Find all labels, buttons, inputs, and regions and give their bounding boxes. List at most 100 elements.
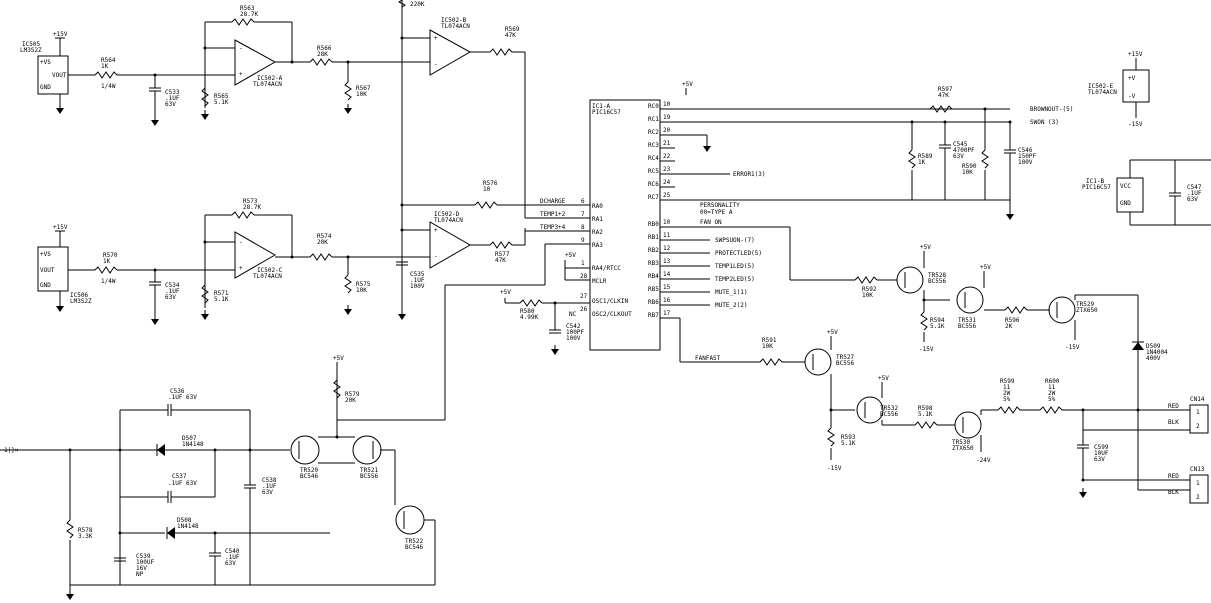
svg-text:-: - xyxy=(239,239,243,246)
svg-text:.1UF: .1UF xyxy=(1187,190,1202,197)
svg-text:NC: NC xyxy=(569,311,577,318)
svg-text:10K: 10K xyxy=(356,91,367,98)
svg-text:GND: GND xyxy=(40,282,51,289)
svg-text:-15V: -15V xyxy=(1065,344,1080,351)
svg-text:TL074ACN: TL074ACN xyxy=(253,81,282,88)
r597-network: R597 47K R590 10K R589 1K C545 4700PF 63… xyxy=(908,86,1036,221)
svg-text:1N4148: 1N4148 xyxy=(177,523,199,530)
svg-text:100V: 100V xyxy=(566,335,581,342)
svg-text:R580: R580 xyxy=(520,308,535,315)
svg-text:+5V: +5V xyxy=(980,264,991,271)
svg-text:1|}×: 1|}× xyxy=(4,447,19,454)
svg-text:IC502-A: IC502-A xyxy=(257,75,283,82)
svg-text:-: - xyxy=(434,61,438,68)
svg-text:-24V: -24V xyxy=(976,457,991,464)
svg-text:5.1K: 5.1K xyxy=(214,296,229,303)
svg-text:TEMP3+4: TEMP3+4 xyxy=(540,224,566,231)
svg-text:13: 13 xyxy=(663,258,671,265)
svg-text:ZTX650: ZTX650 xyxy=(1076,307,1098,314)
svg-text:RA1: RA1 xyxy=(592,216,603,223)
svg-text:20: 20 xyxy=(663,127,671,134)
svg-text:2W: 2W xyxy=(1003,390,1011,397)
svg-text:BC556: BC556 xyxy=(360,473,378,480)
svg-text:5.1K: 5.1K xyxy=(841,440,856,447)
svg-text:BC556: BC556 xyxy=(928,278,946,285)
svg-text:OSC1/CLKIN: OSC1/CLKIN xyxy=(592,298,629,305)
ic506-sensor: +VS GND VOUT IC506 LM3S2Z +15V xyxy=(37,224,92,313)
svg-text:BLK: BLK xyxy=(1168,489,1179,496)
svg-text:.1UF: .1UF xyxy=(165,288,180,295)
svg-text:R564: R564 xyxy=(101,57,116,64)
svg-text:R566: R566 xyxy=(317,45,332,52)
svg-text:28.7K: 28.7K xyxy=(240,11,258,18)
svg-text:RB5: RB5 xyxy=(648,286,659,293)
svg-text:CN14: CN14 xyxy=(1190,396,1205,403)
svg-text:25: 25 xyxy=(663,192,671,199)
svg-text:1: 1 xyxy=(1196,409,1200,416)
svg-text:63V: 63V xyxy=(225,560,236,567)
svg-text:R567: R567 xyxy=(356,85,371,92)
svg-text:220K: 220K xyxy=(410,1,425,8)
svg-text:PIC16C57: PIC16C57 xyxy=(1082,184,1111,191)
svg-text:.1UF 63V: .1UF 63V xyxy=(168,480,197,487)
svg-text:R563: R563 xyxy=(240,5,255,12)
svg-text:IC1-A: IC1-A xyxy=(592,103,610,110)
svg-text:RA2: RA2 xyxy=(592,229,603,236)
svg-text:SWPSUON-(7): SWPSUON-(7) xyxy=(715,237,755,244)
svg-text:24: 24 xyxy=(663,179,671,186)
svg-text:400V: 400V xyxy=(1146,355,1161,362)
r570: R570 1K 1/4W xyxy=(68,252,235,285)
svg-text:RC1: RC1 xyxy=(648,116,659,123)
svg-text:1/4W: 1/4W xyxy=(101,83,116,90)
svg-text:IC502-E: IC502-E xyxy=(1088,83,1114,90)
r564: R564 1K 1/4W xyxy=(68,57,155,90)
svg-text:1N4004: 1N4004 xyxy=(1146,349,1168,356)
svg-text:RA3: RA3 xyxy=(592,242,603,249)
svg-text:10K: 10K xyxy=(962,169,973,176)
svg-text:+: + xyxy=(434,35,438,42)
svg-text:28K: 28K xyxy=(317,51,328,58)
svg-text:16V: 16V xyxy=(136,565,147,572)
svg-text:10: 10 xyxy=(483,186,491,193)
svg-text:RC6: RC6 xyxy=(648,181,659,188)
svg-text:+V: +V xyxy=(1128,75,1136,82)
svg-text:+15V: +15V xyxy=(53,31,68,38)
opamp-c: - + IC502-C TL074ACN R573 28.7K R571 5.1… xyxy=(200,198,293,321)
svg-text:RA4/RTCC: RA4/RTCC xyxy=(592,265,621,272)
r566-r567: R566 28K R567 10K xyxy=(275,45,430,115)
svg-text:ERROR1(3): ERROR1(3) xyxy=(733,171,766,178)
svg-text:TR532: TR532 xyxy=(880,405,898,412)
svg-text:5.1K: 5.1K xyxy=(930,323,945,330)
svg-text:.1UF 63V: .1UF 63V xyxy=(168,394,197,401)
svg-text:RB0: RB0 xyxy=(648,221,659,228)
svg-text:+VS: +VS xyxy=(40,59,51,66)
svg-text:+VS: +VS xyxy=(40,251,51,258)
svg-text:RC4: RC4 xyxy=(648,155,659,162)
connector-cn14: 1 2 CN14 RED BLK xyxy=(1168,396,1209,434)
svg-text:FANFAST: FANFAST xyxy=(695,355,721,362)
svg-text:ZTX650: ZTX650 xyxy=(952,445,974,452)
c534: C534 .1UF 63V xyxy=(149,268,180,326)
svg-text:5%: 5% xyxy=(1003,396,1011,403)
fanfast-chain: R591 10K TR527 BC556 +5V R593 5.1K -15V … xyxy=(750,329,1190,499)
svg-text:C542: C542 xyxy=(566,323,581,330)
svg-text:+15V: +15V xyxy=(53,224,68,231)
svg-text:TR520: TR520 xyxy=(300,467,318,474)
svg-text:10: 10 xyxy=(663,219,671,226)
svg-text:00=TYPE A: 00=TYPE A xyxy=(700,209,733,216)
svg-text:63V: 63V xyxy=(1187,196,1198,203)
svg-text:R571: R571 xyxy=(214,290,229,297)
svg-text:+5V: +5V xyxy=(878,375,889,382)
svg-text:D508: D508 xyxy=(177,517,192,524)
svg-text:TR527: TR527 xyxy=(836,354,854,361)
opamp-a: - + IC502-A TL074ACN R563 28.7K R565 5.1… xyxy=(155,5,293,121)
svg-text:27: 27 xyxy=(580,293,588,300)
svg-text:RC7: RC7 xyxy=(648,194,659,201)
svg-text:BC546: BC546 xyxy=(300,473,318,480)
svg-text:150PF: 150PF xyxy=(1018,153,1036,160)
svg-text:.1UF: .1UF xyxy=(262,483,277,490)
svg-text:+15V: +15V xyxy=(1128,51,1143,58)
svg-text:IC502-C: IC502-C xyxy=(257,267,283,274)
svg-text:RB1: RB1 xyxy=(648,234,659,241)
svg-text:4700PF: 4700PF xyxy=(953,147,975,154)
